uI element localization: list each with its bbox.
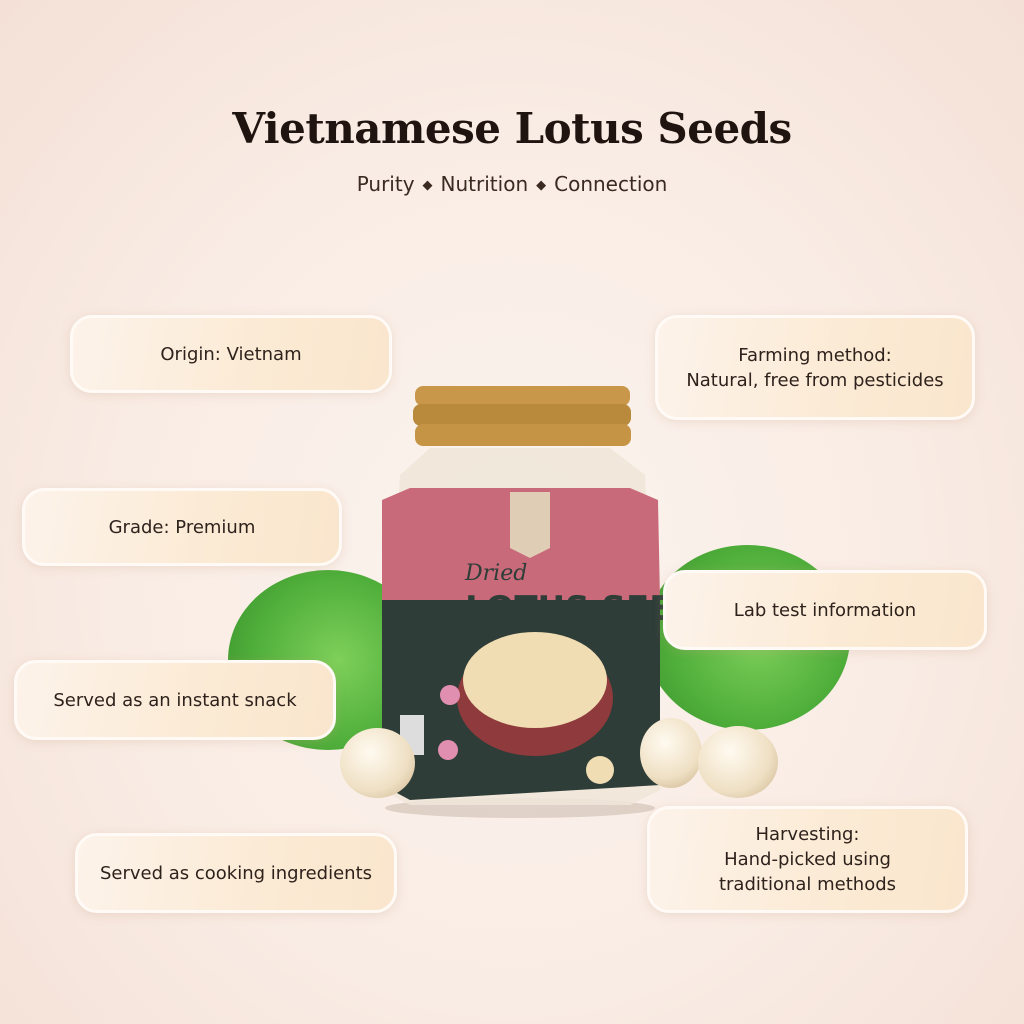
feature-farming-method: Farming method: Natural, free from pesti…	[655, 315, 975, 420]
feature-label: Grade: Premium	[108, 516, 256, 538]
feature-label: Origin: Vietnam	[160, 343, 302, 365]
diamond-icon: ◆	[536, 178, 547, 193]
product-script-label: Dried	[464, 561, 527, 586]
feature-cooking-ingredients: Served as cooking ingredients	[75, 833, 397, 913]
feature-origin: Origin: Vietnam	[70, 315, 392, 393]
feature-label: Served as an instant snack	[53, 689, 297, 711]
feature-grade: Grade: Premium	[22, 488, 342, 566]
feature-label: Harvesting: Hand-picked using traditiona…	[718, 824, 897, 895]
tagline-purity: Purity	[356, 172, 415, 196]
diamond-icon: ◆	[422, 178, 433, 193]
feature-harvesting: Harvesting: Hand-picked using traditiona…	[647, 806, 968, 913]
feature-instant-snack: Served as an instant snack	[14, 660, 336, 740]
lotus-seed	[640, 718, 702, 788]
product-jar: Dried LOTUS SEED	[382, 386, 670, 818]
product-name-label: LOTUS SEED	[465, 589, 670, 629]
feature-label: Farming method: Natural, free from pesti…	[686, 344, 944, 391]
tagline: Purity ◆ Nutrition ◆ Connection	[0, 172, 1024, 196]
feature-lab-test: Lab test information	[663, 570, 987, 650]
feature-label: Lab test information	[733, 599, 917, 621]
page-title: Vietnamese Lotus Seeds	[232, 104, 792, 153]
lotus-seed	[340, 728, 415, 798]
tagline-connection: Connection	[554, 172, 668, 196]
tagline-nutrition: Nutrition	[440, 172, 529, 196]
lotus-seed	[698, 726, 778, 798]
feature-label: Served as cooking ingredients	[99, 862, 373, 884]
